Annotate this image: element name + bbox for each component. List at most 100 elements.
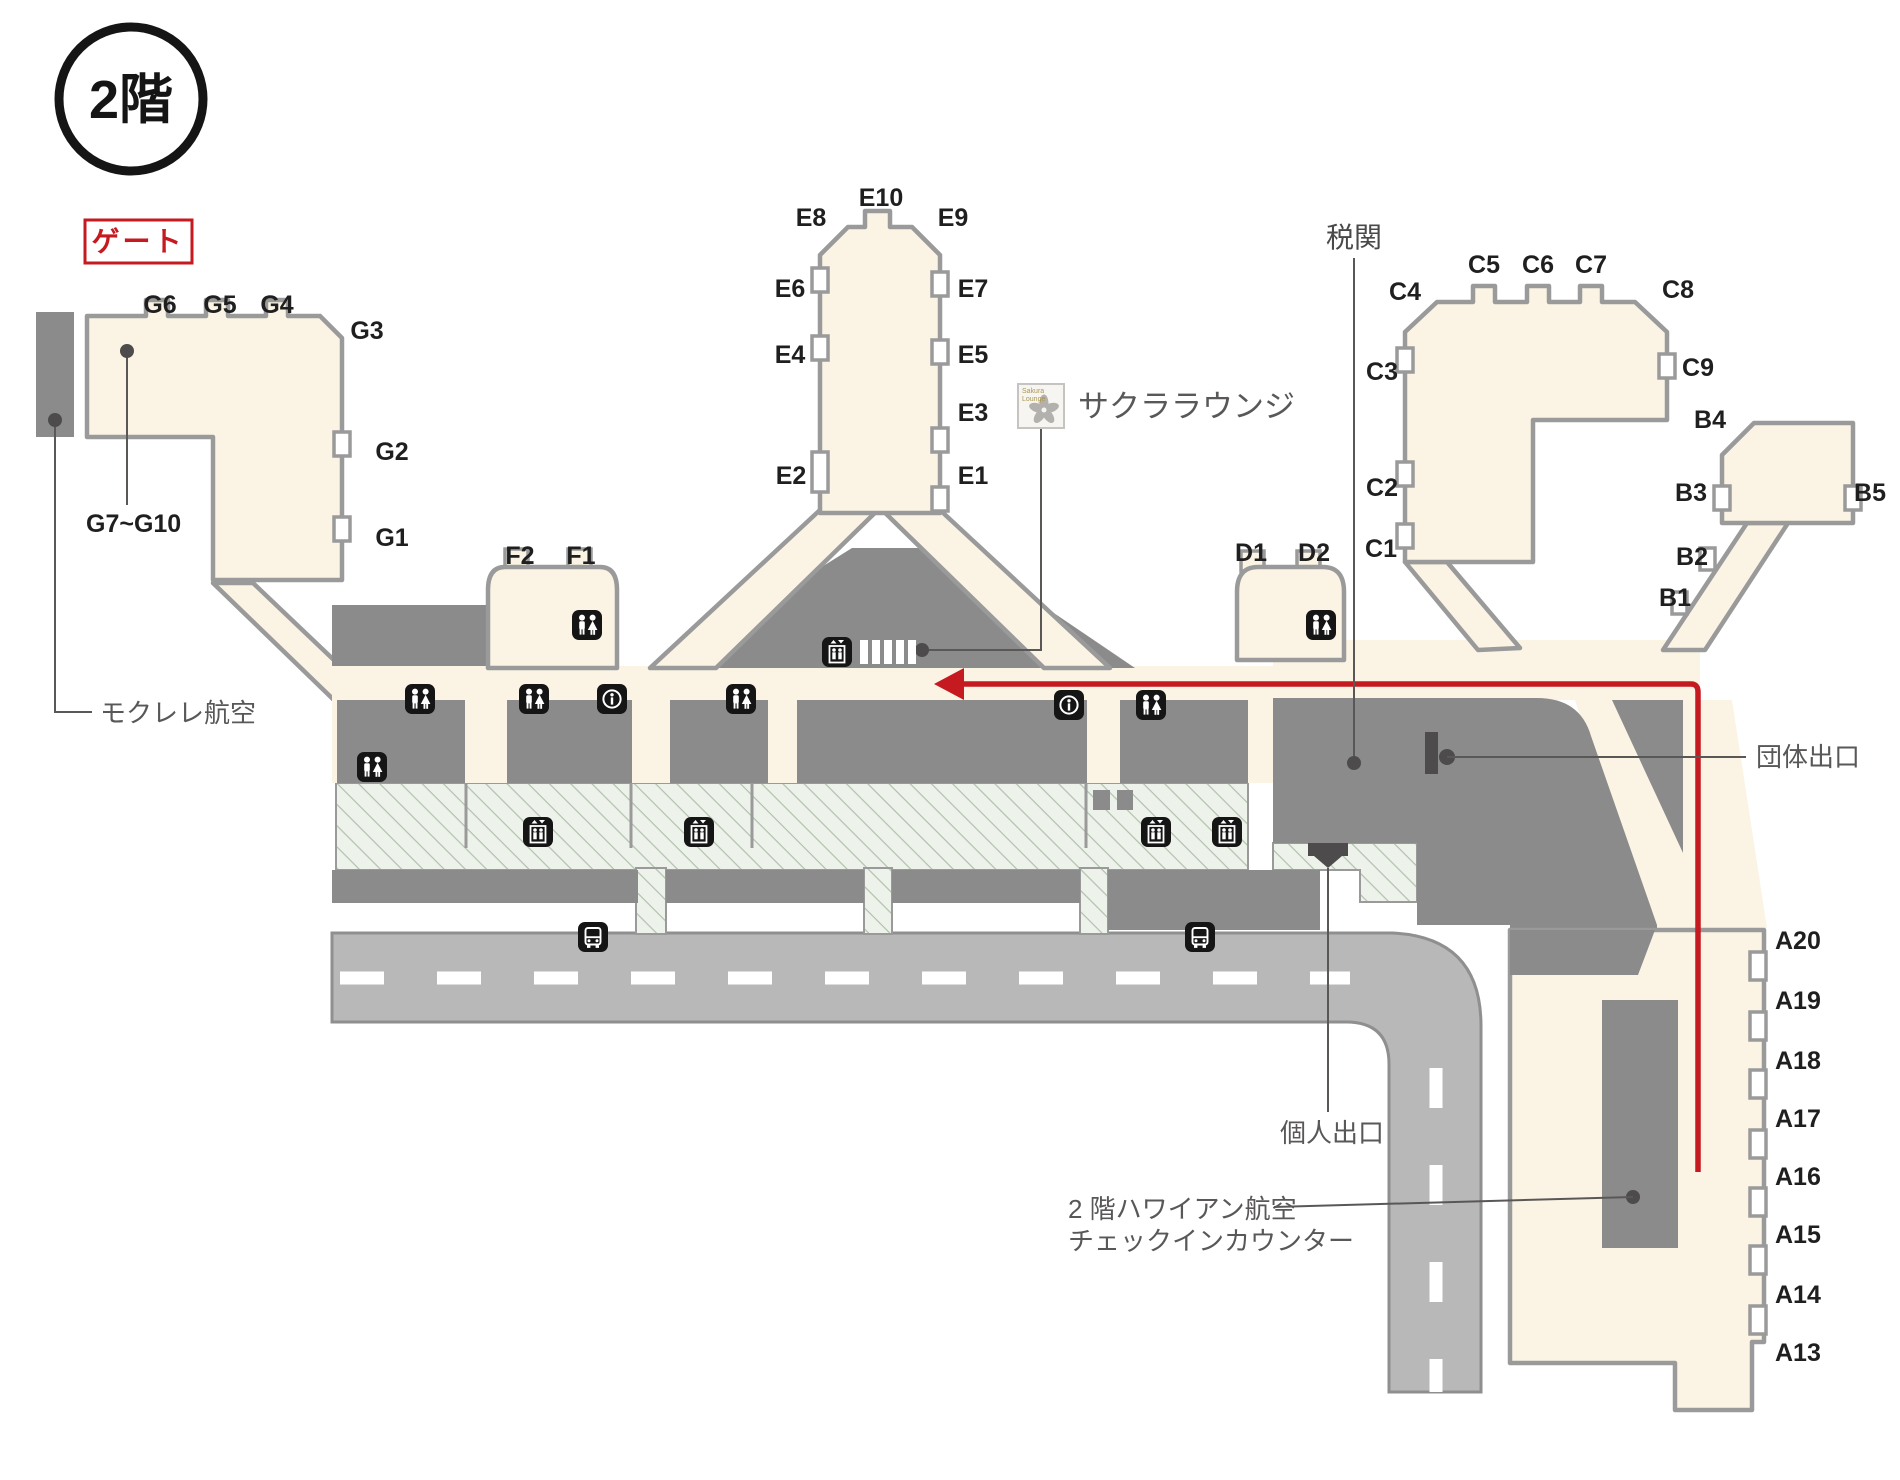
gate-notch-a14 xyxy=(1748,1304,1768,1336)
gate-notch-c9 xyxy=(1657,352,1677,380)
gate-notch-b1 xyxy=(1670,590,1689,616)
gate-notch-a15 xyxy=(1748,1244,1768,1276)
lounge-badge-line2: Lounge xyxy=(1022,396,1045,403)
restroom-icon xyxy=(405,684,435,714)
individual-exit-door-arrow xyxy=(1314,856,1342,868)
passage-sliver xyxy=(1248,698,1273,783)
gate-label-b3: B3 xyxy=(1675,479,1707,507)
gate-label-e2: E2 xyxy=(776,462,807,490)
gate-label-a15: A15 xyxy=(1775,1221,1821,1249)
gate-label-e8: E8 xyxy=(796,204,827,232)
information-icon xyxy=(596,683,628,715)
gate-notch-c1 xyxy=(1395,522,1415,550)
gate-notch-e7 xyxy=(930,270,950,298)
gate-label-a14: A14 xyxy=(1775,1281,1821,1309)
individual-exit-label: 個人出口 xyxy=(1280,1118,1384,1148)
gate-label-c1: C1 xyxy=(1365,535,1397,563)
sakura-lounge-icon: Sakura Lounge xyxy=(1017,383,1065,429)
route-line xyxy=(940,681,1701,1172)
restroom-icon xyxy=(1306,610,1336,640)
gate-label-d2: D2 xyxy=(1298,539,1330,567)
gate-notch-a17 xyxy=(1748,1128,1768,1160)
hatched-connector-1 xyxy=(635,867,667,935)
lounge-badge-line1: Sakura xyxy=(1022,388,1044,395)
gate-label-b4: B4 xyxy=(1694,406,1726,434)
gate-label-b2: B2 xyxy=(1676,543,1708,571)
gate-label-e9: E9 xyxy=(938,204,969,232)
gate-notch-e2 xyxy=(810,450,830,494)
elevator-icon xyxy=(522,816,554,848)
gate-label-c9: C9 xyxy=(1682,354,1714,382)
gate-notch-e1 xyxy=(930,485,950,513)
gate-label-g4: G4 xyxy=(260,291,293,319)
a-pier-top-block xyxy=(1510,930,1655,975)
gate-label-c3: C3 xyxy=(1366,358,1398,386)
gate-notch-b2 xyxy=(1698,546,1717,572)
g-pier-shape xyxy=(84,297,345,583)
sakura-lounge-label: サクララウンジ xyxy=(1078,389,1295,424)
g-pier-connector xyxy=(210,580,339,705)
gate-legend-label: ゲート xyxy=(91,226,184,257)
mokulele-label: モクレレ航空 xyxy=(100,698,256,728)
gate-label-a20: A20 xyxy=(1775,927,1821,955)
hawaiian-checkin-counter xyxy=(1602,1000,1678,1248)
gate-notch-a19 xyxy=(1748,1010,1768,1042)
customs-label: 税関 xyxy=(1326,222,1382,253)
restroom-icon xyxy=(519,684,549,714)
floor-badge-circle xyxy=(54,22,208,176)
restroom-icon xyxy=(1136,690,1166,720)
individual-exit-door-icon xyxy=(1308,843,1348,856)
hatched-connector-3 xyxy=(1079,867,1109,935)
upper-block-left xyxy=(332,605,493,666)
gate-notch-c2 xyxy=(1395,460,1415,488)
secure-triangle-block xyxy=(1612,700,1683,853)
callout-dot-customs xyxy=(1347,756,1361,770)
hawaiian-checkin-label-line1: 2 階ハワイアン航空 xyxy=(1068,1194,1297,1224)
gate-notch-e4 xyxy=(810,334,830,362)
callout-sakura-lounge xyxy=(928,428,1042,651)
gate-label-g7-g10: G7~G10 xyxy=(86,510,181,538)
information-icon xyxy=(1053,689,1085,721)
gate-label-c4: C4 xyxy=(1389,278,1421,306)
gate-label-b5: B5 xyxy=(1854,479,1886,507)
shop-block-3 xyxy=(670,700,768,783)
lower-block-2 xyxy=(666,870,864,903)
gate-label-e3: E3 xyxy=(958,399,989,427)
hatched-connector-2 xyxy=(863,867,893,935)
group-exit-door-icon xyxy=(1425,732,1438,774)
gate-label-c5: C5 xyxy=(1468,251,1500,279)
gate-notch-b5 xyxy=(1843,484,1863,512)
gate-label-f2: F2 xyxy=(505,542,534,570)
gate-notch-a16 xyxy=(1748,1186,1768,1218)
gate-label-g3: G3 xyxy=(350,317,383,345)
gate-notch-g2 xyxy=(332,430,352,458)
gate-notch-e3 xyxy=(930,426,950,454)
floor-badge-label: 2階 xyxy=(89,70,173,130)
hatch-small-block-1 xyxy=(1093,790,1110,810)
lower-block-3 xyxy=(892,870,1080,903)
gate-notch-e5 xyxy=(930,338,950,366)
gate-label-a17: A17 xyxy=(1775,1105,1821,1133)
gate-label-g6: G6 xyxy=(143,291,176,319)
gate-label-a18: A18 xyxy=(1775,1047,1821,1075)
gate-label-c6: C6 xyxy=(1522,251,1554,279)
shop-block-4 xyxy=(797,700,1087,783)
lower-block-4 xyxy=(1108,870,1320,930)
hawaiian-checkin-label-line2: チェックインカウンター xyxy=(1068,1226,1354,1256)
gate-label-e4: E4 xyxy=(775,341,806,369)
gate-label-g2: G2 xyxy=(375,438,408,466)
gate-notch-e6 xyxy=(810,266,830,294)
gate-notch-g1 xyxy=(332,515,352,543)
gate-label-a13: A13 xyxy=(1775,1339,1821,1367)
hatched-zone-main xyxy=(335,782,1249,871)
elevator-icon xyxy=(1140,816,1172,848)
c-pier-shape xyxy=(1402,283,1670,565)
gate-label-d1: D1 xyxy=(1235,539,1267,567)
gate-label-c8: C8 xyxy=(1662,276,1694,304)
callout-dot-g7-g10 xyxy=(120,344,134,358)
gate-label-g5: G5 xyxy=(203,291,236,319)
gate-notch-a18 xyxy=(1748,1068,1768,1100)
f-gate-stub xyxy=(485,564,620,671)
restroom-icon xyxy=(572,610,602,640)
